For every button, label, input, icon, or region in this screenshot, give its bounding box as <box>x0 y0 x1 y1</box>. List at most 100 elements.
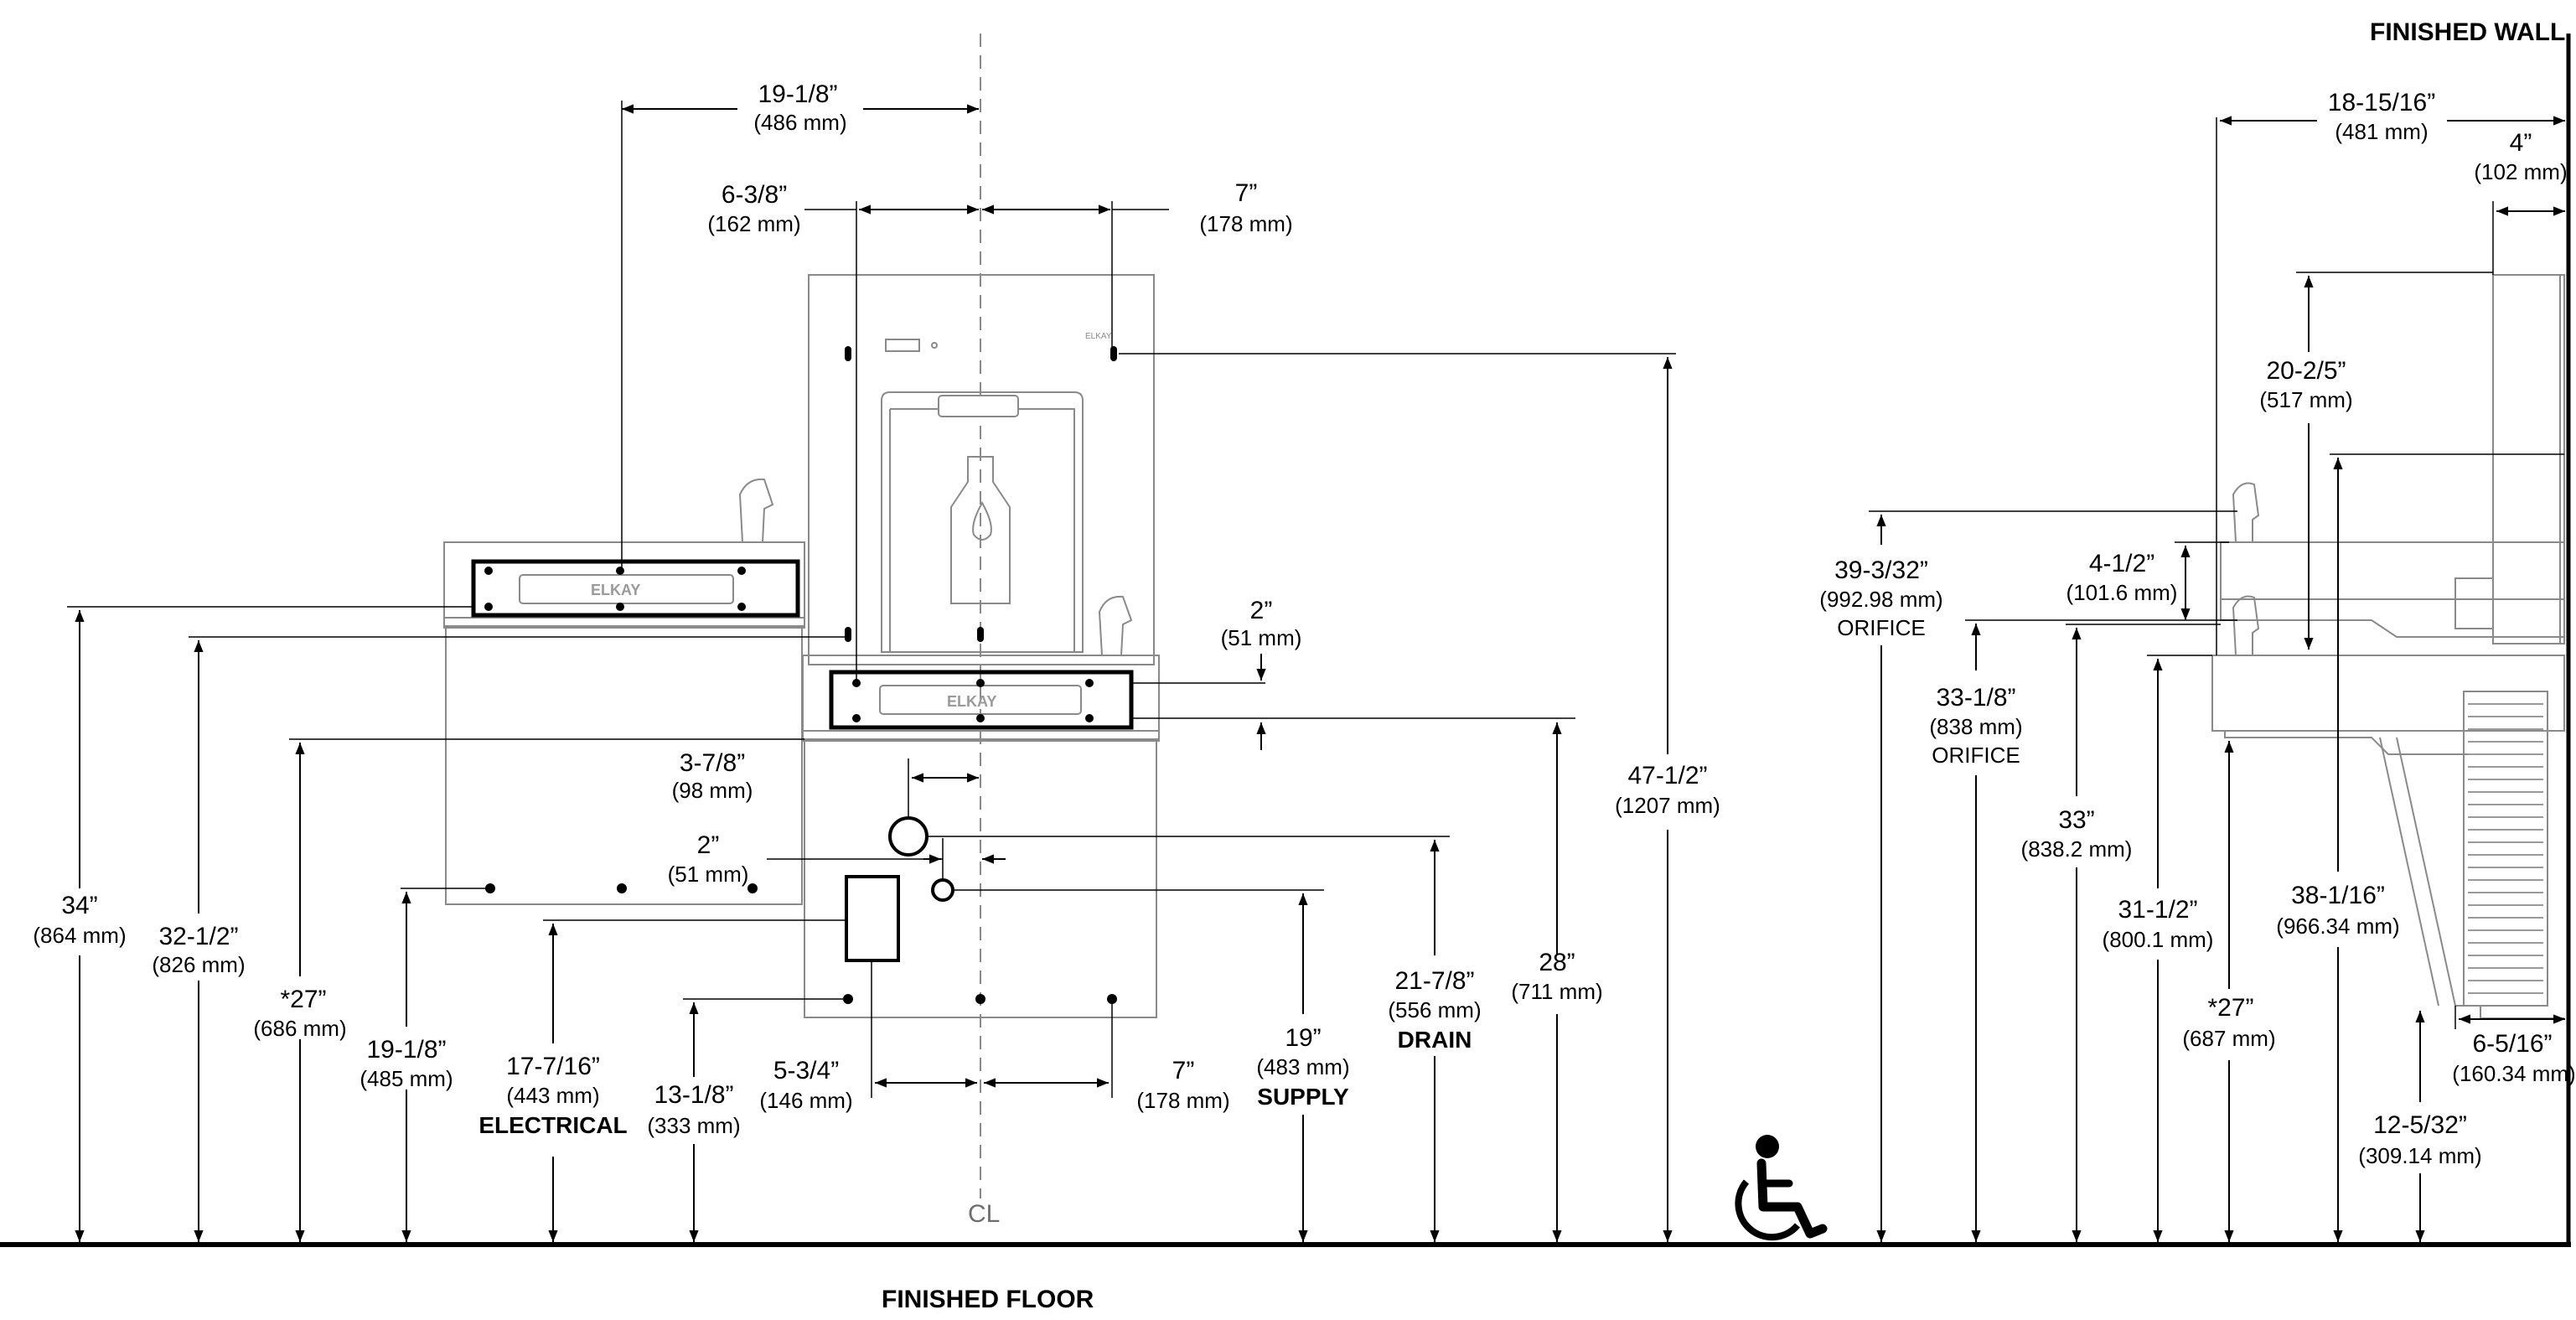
svg-text:(485 mm): (485 mm) <box>360 1066 453 1091</box>
svg-text:4-1/2”: 4-1/2” <box>2089 550 2154 577</box>
front-view: ELKAY ELKAY ELKAY <box>443 34 1160 1198</box>
svg-text:(826 mm): (826 mm) <box>152 952 245 977</box>
dim-19-1-8-top: 19-1/8”(486 mm) <box>753 80 846 135</box>
svg-text:(162 mm): (162 mm) <box>707 211 800 236</box>
side-upper-bubbler <box>2232 482 2260 543</box>
dim-31-1-2: 31-1/2”(800.1 mm) <box>2103 896 2214 952</box>
drain-opening <box>888 816 928 857</box>
svg-text:39-3/32”: 39-3/32” <box>1834 556 1928 584</box>
side-lower-bubbler <box>2232 595 2260 656</box>
bottle-well <box>881 391 1084 653</box>
svg-text:(992.98 mm): (992.98 mm) <box>1819 587 1942 612</box>
svg-text:12-5/32”: 12-5/32” <box>2373 1111 2467 1139</box>
svg-text:19-1/8”: 19-1/8” <box>758 80 837 108</box>
svg-text:3-7/8”: 3-7/8” <box>680 749 745 777</box>
bottle-filler-tower <box>808 274 1155 665</box>
svg-text:(160.34 mm): (160.34 mm) <box>2452 1061 2575 1086</box>
svg-text:(800.1 mm): (800.1 mm) <box>2103 927 2214 952</box>
dim-34: 34”(864 mm) <box>33 892 126 948</box>
svg-text:28”: 28” <box>1539 949 1575 976</box>
svg-text:(178 mm): (178 mm) <box>1136 1088 1229 1113</box>
svg-text:(486 mm): (486 mm) <box>753 110 846 135</box>
svg-text:(51 mm): (51 mm) <box>1221 625 1302 650</box>
dim-6-5-16: 6-5/16” (160.34 mm) <box>2452 1030 2575 1086</box>
svg-text:47-1/2”: 47-1/2” <box>1627 762 1707 789</box>
svg-text:(711 mm): (711 mm) <box>1511 979 1602 1004</box>
svg-text:(483 mm): (483 mm) <box>1256 1054 1349 1079</box>
svg-text:33-1/8”: 33-1/8” <box>1936 684 2015 712</box>
svg-text:(687 mm): (687 mm) <box>2182 1026 2275 1051</box>
dim-7-bottom: 7” (178 mm) <box>1136 1057 1229 1113</box>
dim-27-front: *27”(686 mm) <box>253 986 346 1041</box>
svg-text:DRAIN: DRAIN <box>1398 1027 1472 1053</box>
svg-text:(864 mm): (864 mm) <box>33 923 126 948</box>
labels: FINISHED WALL FINISHED FLOOR CL <box>882 18 2565 1313</box>
svg-text:20-2/5”: 20-2/5” <box>2266 357 2346 385</box>
lower-pedestal <box>804 740 1157 1018</box>
upper-panel-brand: ELKAY <box>591 582 640 598</box>
dim-13-1-8: 13-1/8”(333 mm) <box>647 1081 740 1138</box>
dim-7-top: 7” (178 mm) <box>1199 179 1292 236</box>
svg-text:5-3/4”: 5-3/4” <box>773 1057 839 1084</box>
lower-bubbler <box>1098 595 1133 656</box>
svg-text:(309.14 mm): (309.14 mm) <box>2358 1143 2481 1168</box>
svg-text:19”: 19” <box>1285 1024 1321 1052</box>
upper-fountain-base <box>445 627 803 905</box>
dim-33: 33”(838.2 mm) <box>2021 806 2133 862</box>
svg-text:17-7/16”: 17-7/16” <box>506 1053 600 1080</box>
svg-text:7”: 7” <box>1172 1057 1195 1084</box>
svg-text:6-3/8”: 6-3/8” <box>722 181 787 209</box>
dim-47-1-2: 47-1/2”(1207 mm) <box>1615 762 1720 818</box>
svg-text:7”: 7” <box>1235 179 1258 207</box>
drop-icon <box>972 500 992 541</box>
dim-33-1-8: 33-1/8”(838 mm)ORIFICE <box>1929 684 2022 768</box>
centerline-label: CL <box>968 1200 1000 1228</box>
svg-text:(102 mm): (102 mm) <box>2474 159 2567 184</box>
dim-32-1-2: 32-1/2”(826 mm) <box>152 923 245 977</box>
svg-text:33”: 33” <box>2058 806 2094 834</box>
tower-brand: ELKAY <box>1085 332 1112 341</box>
svg-text:*27”: *27” <box>280 986 326 1013</box>
dimension-labels: 19-1/8”(486 mm) 6-3/8”(162 mm) 7” (178 mm… <box>33 80 2575 1168</box>
lower-front-panel <box>829 670 1134 730</box>
svg-text:(838.2 mm): (838.2 mm) <box>2021 836 2133 862</box>
svg-text:(178 mm): (178 mm) <box>1199 211 1292 236</box>
dim-3-7-8: 3-7/8”(98 mm) <box>672 749 753 803</box>
dim-39-3-32: 39-3/32” (992.98 mm) ORIFICE <box>1819 556 1942 640</box>
upper-front-panel <box>471 559 800 618</box>
svg-text:(146 mm): (146 mm) <box>759 1088 852 1113</box>
svg-text:32-1/2”: 32-1/2” <box>158 923 238 950</box>
svg-text:(838 mm): (838 mm) <box>1929 714 2022 739</box>
dim-20-2-5: 20-2/5”(517 mm) <box>2259 357 2352 412</box>
dim-2-panel: 2”(51 mm) <box>1221 597 1302 650</box>
svg-text:6-5/16”: 6-5/16” <box>2472 1030 2552 1058</box>
supply-opening <box>931 878 954 902</box>
dim-6-3-8: 6-3/8”(162 mm) <box>707 181 800 236</box>
svg-text:(98 mm): (98 mm) <box>672 778 753 803</box>
svg-text:ORIFICE: ORIFICE <box>1837 615 1925 640</box>
dim-21-7-8-drain: 21-7/8”(556 mm) DRAIN <box>1388 967 1481 1053</box>
finished-floor-label: FINISHED FLOOR <box>882 1286 1094 1313</box>
svg-text:(333 mm): (333 mm) <box>647 1113 740 1138</box>
svg-text:(556 mm): (556 mm) <box>1388 997 1481 1022</box>
svg-text:4”: 4” <box>2510 129 2532 157</box>
dim-2-supply: 2”(51 mm) <box>668 831 749 887</box>
svg-text:(517 mm): (517 mm) <box>2259 387 2352 412</box>
bottle-icon <box>950 456 1011 604</box>
svg-text:ELECTRICAL: ELECTRICAL <box>478 1112 627 1138</box>
svg-text:21-7/8”: 21-7/8” <box>1394 967 1474 995</box>
front-dimension-lines <box>67 101 1676 1242</box>
finished-wall-label: FINISHED WALL <box>2370 18 2565 46</box>
dim-28: 28” (711 mm) <box>1511 949 1602 1004</box>
louvers <box>2468 703 2543 994</box>
svg-text:(101.6 mm): (101.6 mm) <box>2066 580 2178 605</box>
side-louver-panel <box>2463 691 2548 1007</box>
dim-12-5-32: 12-5/32” (309.14 mm) <box>2358 1111 2481 1168</box>
display-panel <box>885 339 920 352</box>
dim-18-15-16: 18-15/16”(481 mm) <box>2328 89 2435 144</box>
dim-5-3-4: 5-3/4” (146 mm) <box>759 1057 852 1113</box>
dim-38-1-16: 38-1/16”(966.34 mm) <box>2276 882 2399 939</box>
svg-text:*27”: *27” <box>2207 994 2253 1022</box>
